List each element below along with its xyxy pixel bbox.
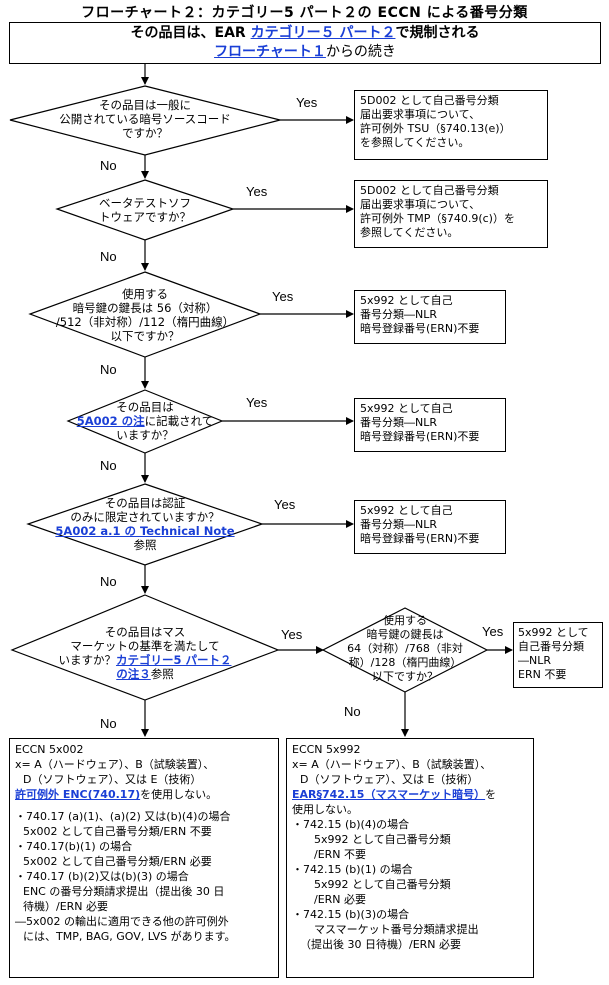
q4-no-label: No (100, 458, 117, 473)
q5-yes-label: Yes (274, 497, 296, 512)
intro-line-1: その品目は、EAR カテゴリー５ パート２で規制される (10, 24, 600, 43)
intro-box: その品目は、EAR カテゴリー５ パート２で規制される フローチャート１からの続… (9, 22, 601, 64)
q1-text: その品目は一般に 公開されている暗号ソースコード ですか？ (59, 98, 231, 140)
flowchart1-link[interactable]: フローチャート１ (214, 44, 326, 60)
q2-no-label: No (100, 249, 117, 264)
q5-result-box: 5x992 として自己 番号分類―NLR 暗号登録番号(ERN)不要 (354, 500, 506, 554)
q1-yes-label: Yes (296, 95, 318, 110)
q5-no-label: No (100, 574, 117, 589)
intro-post1: で規制される (395, 25, 480, 41)
note3-link[interactable]: の注３ (116, 667, 151, 681)
q1-no-label: No (100, 158, 117, 173)
decision-q4 (66, 389, 224, 454)
q3-result-box: 5x992 として自己 番号分類―NLR 暗号登録番号(ERN)不要 (354, 290, 506, 344)
decision-q3 (28, 271, 262, 358)
license-exception-enc-link[interactable]: 許可例外 ENC(740.17) (15, 788, 141, 801)
decision-q5 (26, 483, 264, 566)
intro-line-2: フローチャート１からの続き (10, 43, 600, 62)
eccn-5x992-box: ECCN 5x992 x= A（ハードウェア）、B（試験装置）、 D（ソフトウェ… (286, 738, 534, 978)
q4-yes-label: Yes (246, 395, 268, 410)
decision-q7 (321, 607, 489, 693)
q2-text: ベータテストソフ トウェアですか？ (99, 196, 191, 224)
q2-yes-label: Yes (246, 184, 268, 199)
q7-result-box: 5x992 として 自己番号分類 ―NLR ERN 不要 (513, 622, 603, 688)
q4-result-box: 5x992 として自己 番号分類―NLR 暗号登録番号(ERN)不要 (354, 398, 506, 452)
category5-part2-link[interactable]: カテゴリー５ パート２ (250, 25, 396, 41)
page-title: フローチャート２：カテゴリー5 パート２の ECCN による番号分類 (81, 5, 528, 21)
eccn-5x002-box: ECCN 5x002 x= A（ハードウェア）、B（試験装置）、 D（ソフトウェ… (9, 738, 279, 978)
decision-q2 (55, 179, 235, 241)
q3-yes-label: Yes (272, 289, 294, 304)
q5-text: その品目は認証 のみに限定されていますか？ 5A002 a.1 の Techni… (55, 496, 235, 552)
q7-yes-label: Yes (482, 624, 504, 639)
5a002-technical-note-link[interactable]: 5A002 a.1 の Technical Note (55, 524, 235, 538)
intro-post2: からの続き (325, 44, 396, 60)
q6-yes-label: Yes (281, 627, 303, 642)
decision-q6 (10, 594, 280, 701)
ear-742-15-link[interactable]: EAR§742.15（マスマーケット暗号） (292, 788, 486, 801)
q1-result-box: 5D002 として自己番号分類 届出要求事項について、 許可例外 TSU（§74… (354, 90, 548, 160)
5a002-note-link[interactable]: 5A002 の注 (76, 414, 145, 428)
category5-part2-note-link[interactable]: カテゴリー5 パート２ (115, 653, 232, 667)
q6-no-label: No (100, 716, 117, 731)
q3-text: 使用する 暗号鍵の鍵長は 56（対称） /512（非対称）/112（楕円曲線） … (55, 287, 235, 343)
q2-result-box: 5D002 として自己番号分類 届出要求事項について、 許可例外 TMP（§74… (354, 180, 548, 248)
q7-text: 使用する 暗号鍵の鍵長は 64（対称）/768（非対 称）/128（楕円曲線） … (347, 614, 463, 683)
intro-pre: その品目は、EAR (130, 25, 251, 41)
q6-text: その品目はマス マーケットの基準を満たして いますか？カテゴリー5 パート２ の… (58, 625, 232, 681)
decision-q1 (9, 85, 281, 156)
q4-text: その品目は 5A002 の注に記載されて いますか？ (76, 400, 214, 442)
q3-no-label: No (100, 362, 117, 377)
q7-no-label: No (344, 704, 361, 719)
